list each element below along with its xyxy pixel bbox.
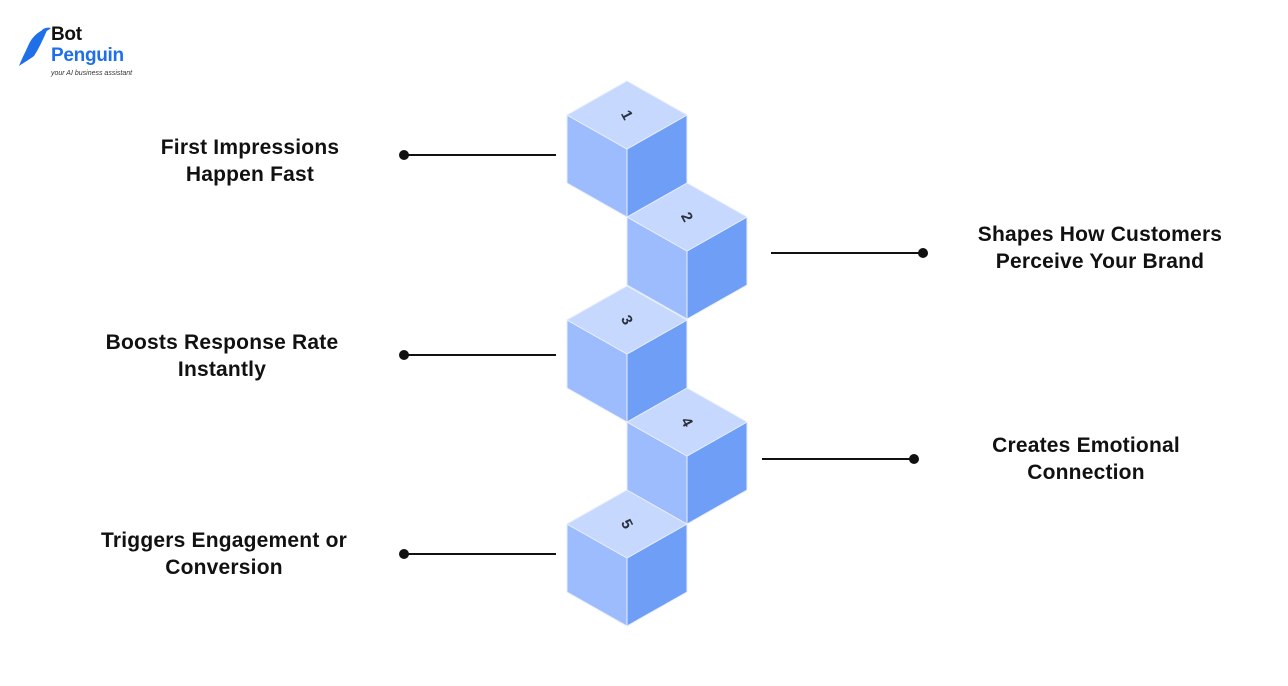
step-4-label: Creates Emotional Connection <box>992 434 1180 484</box>
penguin-logo-icon <box>19 27 51 66</box>
cube-top-face <box>565 285 689 355</box>
bot-penguin-logo: Bot Penguin your AI business assistant <box>18 24 158 84</box>
step-2-connector-dot <box>918 248 928 258</box>
step-4-connector <box>762 454 919 464</box>
logo-tagline: your AI business assistant <box>51 70 133 77</box>
step-5-connector <box>399 549 556 559</box>
step-1-label: First Impressions Happen Fast <box>160 136 340 186</box>
step-3-connector <box>399 350 556 360</box>
step-3-connector-dot <box>399 350 409 360</box>
logo-text-bot: Bot <box>51 24 82 45</box>
logo-text-penguin: Penguin <box>51 45 124 66</box>
step-3-cube: 3 <box>565 285 689 423</box>
step-1-connector-dot <box>399 150 409 160</box>
step-1-connector <box>399 150 556 160</box>
step-5-connector-dot <box>399 549 409 559</box>
step-1-cube: 1 <box>565 80 689 218</box>
step-4-connector-dot <box>909 454 919 464</box>
step-3-label: Boosts Response Rate Instantly <box>105 331 339 381</box>
step-2-connector <box>771 248 928 258</box>
step-5-label: Triggers Engagement or Conversion <box>101 529 347 579</box>
cube-top-face <box>565 80 689 150</box>
step-2-label: Shapes How Customers Perceive Your Brand <box>977 223 1223 273</box>
